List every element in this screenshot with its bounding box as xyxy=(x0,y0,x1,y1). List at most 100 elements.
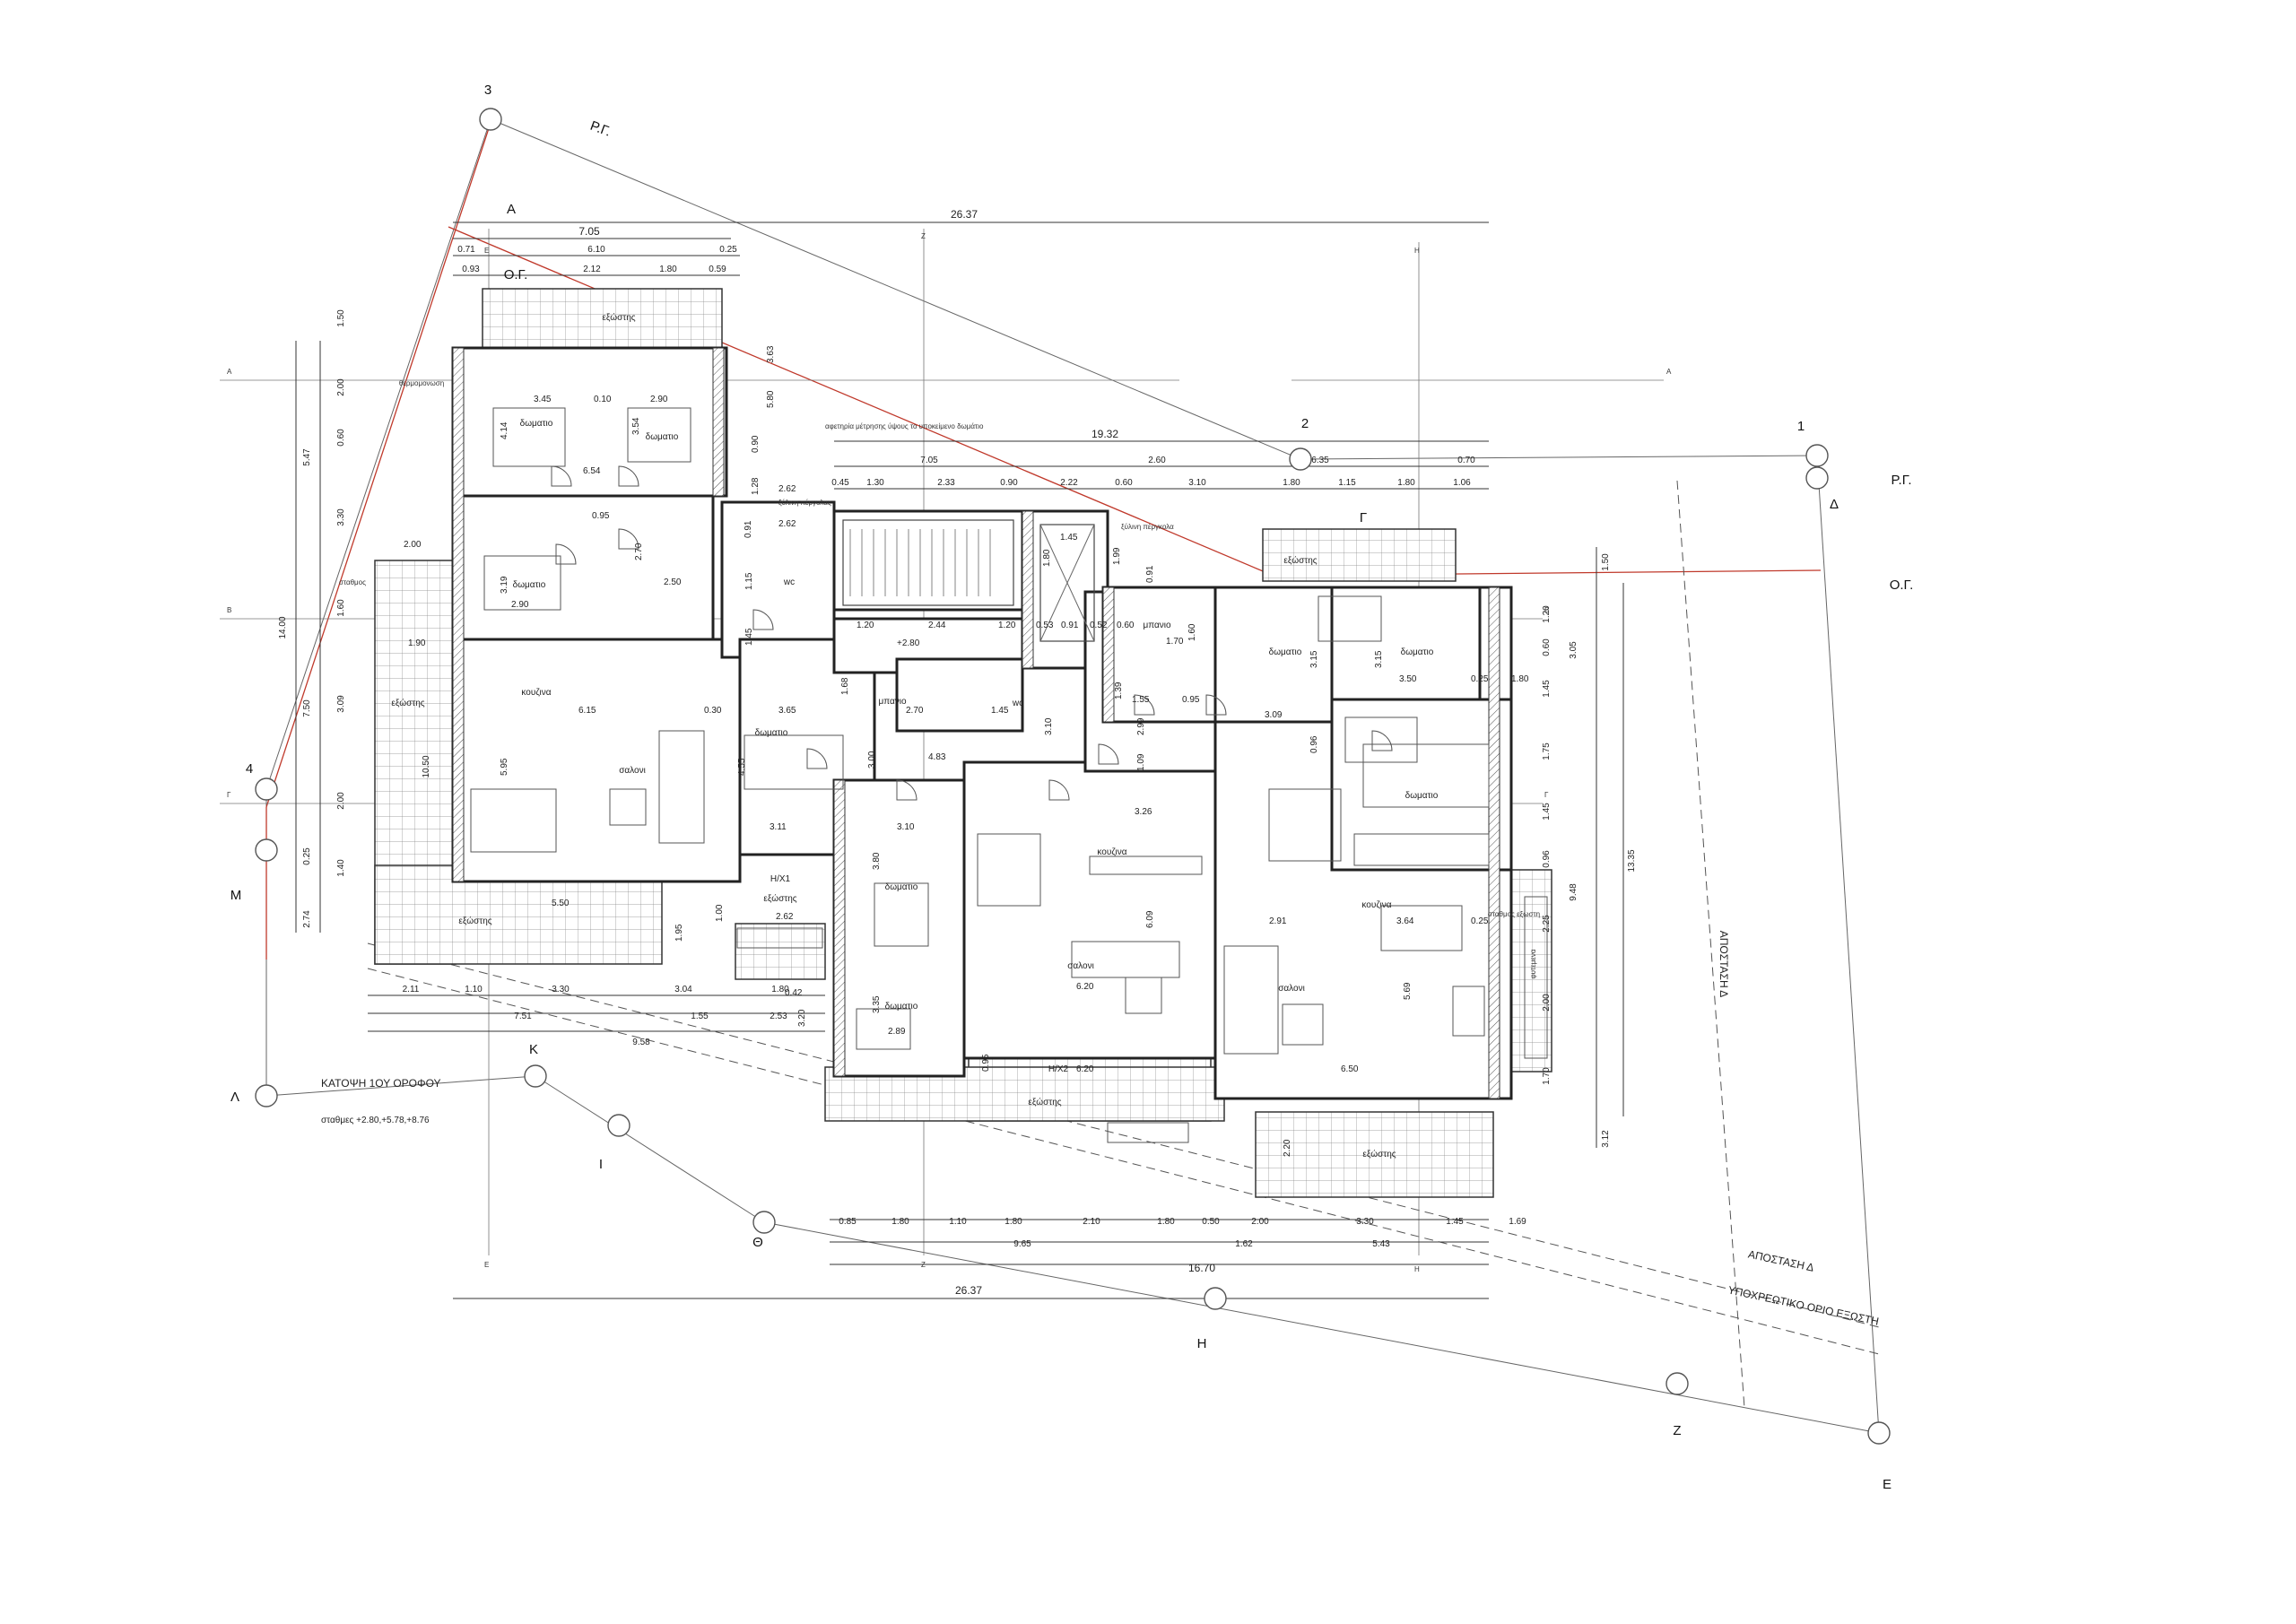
inner-dim: 3.09 xyxy=(1265,710,1283,720)
point-marker-E xyxy=(1867,1421,1891,1445)
dim-label: 7.50 xyxy=(302,699,312,717)
room-label: μπανιο xyxy=(1143,621,1171,630)
room-label: δωματιο xyxy=(1401,647,1434,657)
inner-dim: 1.99 xyxy=(1112,547,1122,565)
section-marker: Α xyxy=(1666,368,1672,376)
point-marker-4 xyxy=(255,777,278,801)
inner-dim: 1.00 xyxy=(715,904,725,922)
point-label: 3 xyxy=(484,83,491,98)
dim-label: 0.93 xyxy=(462,265,480,274)
inner-dim: 3.65 xyxy=(778,706,796,716)
inner-dim: 0.30 xyxy=(704,706,722,716)
sofa-3 xyxy=(1223,945,1279,1055)
balcony-top-area xyxy=(482,288,723,349)
point-label: Η xyxy=(1197,1336,1207,1351)
inner-dim: 0.10 xyxy=(594,395,612,404)
dim-label: 2.60 xyxy=(1148,456,1166,465)
dim-label: 0.60 xyxy=(1115,478,1133,488)
inner-dim: 3.15 xyxy=(1309,650,1319,668)
room-label: εξώστης xyxy=(1283,555,1317,566)
inner-dim: 3.63 xyxy=(766,345,776,363)
inner-dim: 1.70 xyxy=(1166,637,1184,647)
inner-dim: 3.20 xyxy=(797,1009,807,1027)
dim-label: 0.96 xyxy=(1542,850,1552,868)
point-label: Κ xyxy=(529,1042,538,1057)
room-label: κουζινα xyxy=(521,688,551,698)
dim-label: 1.50 xyxy=(336,309,346,327)
inner-dim: 5.50 xyxy=(552,899,570,908)
dim-label: 1.10 xyxy=(465,985,483,994)
plan-title: ΚΑΤΟΨΗ 1ΟΥ ΟΡΟΦΟΥ xyxy=(321,1077,441,1090)
inner-dim: 2.62 xyxy=(778,484,796,494)
dim-label: 1.80 xyxy=(891,1217,909,1227)
plan-levels: σταθμες +2.80,+5.78,+8.76 xyxy=(321,1116,430,1125)
dim-label: 1.80 xyxy=(771,985,789,994)
dim-label: 1.06 xyxy=(1453,478,1471,488)
section-marker: Ε xyxy=(484,247,489,255)
room-label: wc xyxy=(783,578,795,587)
inner-dim: 6.20 xyxy=(1076,1064,1094,1074)
dim-label: 2.10 xyxy=(1083,1217,1100,1227)
dimension-labels: 26.37 7.05 0.71 6.10 0.25 0.93 2.12 1.80… xyxy=(278,208,1637,1297)
dim-label: 0.50 xyxy=(1202,1217,1220,1227)
dim-label: 19.32 xyxy=(1091,428,1118,440)
og-label-right: Ο.Γ. xyxy=(1890,578,1914,593)
room-label: θερμομονωση xyxy=(399,379,444,387)
dim-label: 1.45 xyxy=(1446,1217,1464,1227)
section-marker: Ζ xyxy=(921,1261,926,1269)
room-label: εξώστης xyxy=(763,893,796,904)
dim-label: 1.40 xyxy=(336,859,346,877)
room-label: σταθμος xyxy=(339,578,366,586)
dim-label: 0.60 xyxy=(1542,638,1552,656)
title-block: ΚΑΤΟΨΗ 1ΟΥ ΟΡΟΦΟΥ σταθμες +2.80,+5.78,+8… xyxy=(321,1077,441,1125)
apostasi-vertical: ΑΠΟΣΤΑΣΗ Δ xyxy=(1718,931,1730,998)
room-label: φυτεμενα xyxy=(1529,949,1537,978)
inner-dim: 1.80 xyxy=(1042,549,1052,567)
walls xyxy=(451,346,1513,1100)
dim-top-total: 26.37 xyxy=(951,208,978,221)
inner-dim: 0.60 xyxy=(1117,621,1135,630)
room-label: δωματιο xyxy=(1405,791,1439,801)
door-swings xyxy=(551,465,1393,801)
inner-dim: 0.91 xyxy=(1061,621,1079,630)
dim-label: 2.00 xyxy=(336,792,346,810)
inner-dim: 6.20 xyxy=(1076,982,1094,992)
dim-label: 3.30 xyxy=(336,508,346,526)
dim-label: 13.35 xyxy=(1627,849,1637,872)
point-label: Γ xyxy=(1360,510,1367,525)
room-label: δωματιο xyxy=(755,728,788,738)
inner-dim: 5.69 xyxy=(1403,982,1413,1000)
dim-label: 2.33 xyxy=(937,478,955,488)
dim-label: 1.30 xyxy=(866,478,884,488)
inner-dim: 3.26 xyxy=(1135,807,1152,817)
inner-dim: 4.14 xyxy=(500,421,509,439)
level-mark: +2.80 xyxy=(897,638,920,648)
room-label: εξώστης xyxy=(458,916,491,926)
dim-label: 3.05 xyxy=(1569,641,1578,659)
section-markers: Α Α Β Β Γ Γ Ζ Ζ Η Η Ε Ε xyxy=(227,232,1672,1273)
section-marker: Β xyxy=(1544,606,1549,614)
dim-label: 2.25 xyxy=(1542,915,1552,933)
inner-dim: 2.91 xyxy=(1269,916,1287,926)
rg-label-right: Ρ.Γ. xyxy=(1891,473,1911,488)
section-marker: Γ xyxy=(1544,791,1549,799)
point-label: 4 xyxy=(246,761,253,777)
inner-dim: 2.70 xyxy=(634,543,644,560)
room-label: δωματιο xyxy=(513,580,546,590)
dim-label: 2.00 xyxy=(1251,1217,1269,1227)
room-label: δωματιο xyxy=(646,432,679,442)
inner-dim: 0.95 xyxy=(1182,695,1200,705)
point-label: Ε xyxy=(1883,1477,1892,1492)
point-label: 2 xyxy=(1301,416,1309,431)
room-label: δωματιο xyxy=(885,882,918,892)
inner-dim: 3.54 xyxy=(631,417,641,435)
dim-label: 1.80 xyxy=(1157,1217,1175,1227)
room-label: εξώστης xyxy=(1362,1149,1396,1159)
inner-dim: 6.54 xyxy=(583,466,601,476)
dim-label: 0.90 xyxy=(1000,478,1018,488)
section-marker: Γ xyxy=(227,791,231,799)
dim-label: 2.53 xyxy=(770,1012,787,1021)
section-marker: Β xyxy=(227,606,231,614)
inner-dim: 1.45 xyxy=(1060,533,1078,543)
point-marker-1 xyxy=(1805,444,1829,467)
